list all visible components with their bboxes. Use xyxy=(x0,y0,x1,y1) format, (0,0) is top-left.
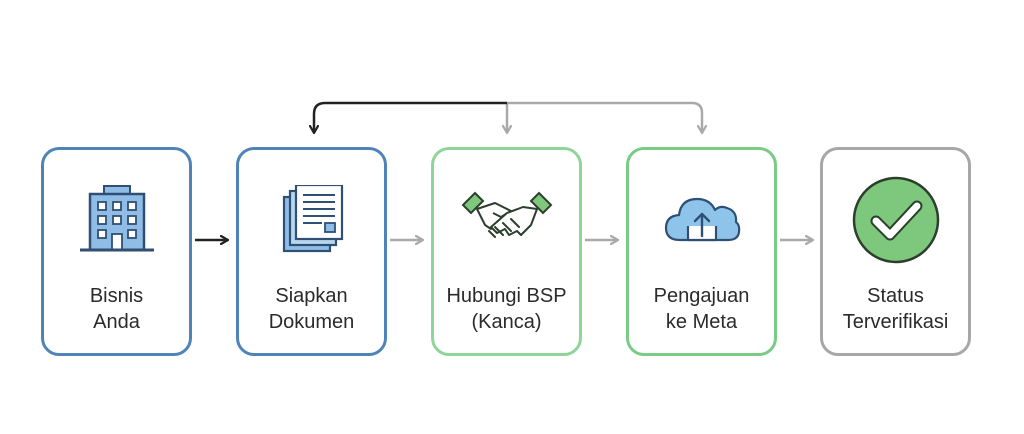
step-label: Status Terverifikasi xyxy=(842,285,949,333)
handshake-icon xyxy=(434,180,579,260)
cloud-upload-icon xyxy=(629,180,774,260)
check-circle-icon xyxy=(823,176,968,264)
step-card-status: Status Terverifikasi xyxy=(820,147,971,356)
step-label: Siapkan Dokumen xyxy=(268,285,355,333)
step-card-dokumen: Siapkan Dokumen xyxy=(236,147,387,356)
feedback-arrow-to-pengajuan xyxy=(507,101,702,133)
step-card-meta: Pengajuan ke Meta xyxy=(626,147,777,356)
documents-icon xyxy=(239,180,384,260)
step-label: Bisnis Anda xyxy=(89,285,144,333)
step-label: Pengajuan ke Meta xyxy=(653,285,750,333)
feedback-arrow-to-dokumen xyxy=(314,101,507,133)
step-card-bsp: Hubungi BSP (Kanca) xyxy=(431,147,582,356)
step-label: Hubungi BSP (Kanca) xyxy=(446,285,567,333)
building-icon xyxy=(44,180,189,260)
step-card-bisnis: Bisnis Anda xyxy=(41,147,192,356)
